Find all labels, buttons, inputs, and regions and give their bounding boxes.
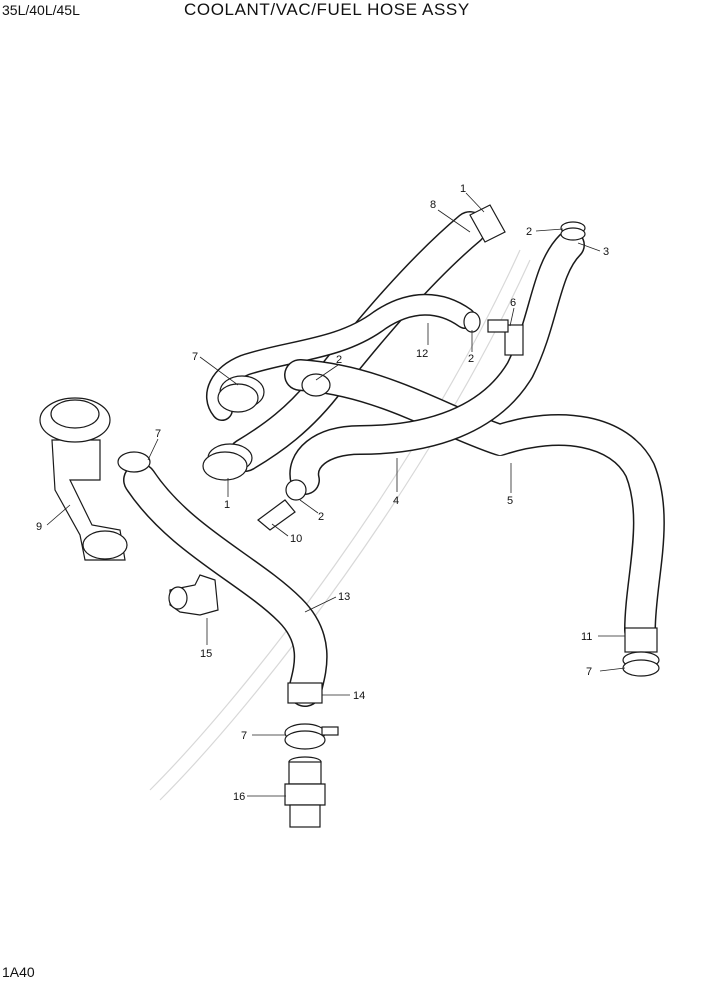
callout-11: 11	[581, 631, 592, 643]
callout-7-upper-left: 7	[155, 428, 161, 440]
clamp-7-left	[217, 375, 265, 413]
callout-6: 6	[510, 297, 516, 309]
callout-2-left: 2	[336, 354, 342, 366]
clamp-2-top	[560, 221, 586, 241]
elbow-15	[168, 574, 219, 616]
callout-5: 5	[507, 495, 513, 507]
clamp-7-right	[622, 651, 660, 677]
callout-13: 13	[338, 591, 350, 603]
callout-7-lower: 7	[241, 730, 247, 742]
hose-end-11	[624, 627, 658, 653]
callout-10: 10	[290, 533, 302, 545]
callouts: 8 1 2 3 6 7 2 12 2 7 9 1 2 4 5 10 13 15 …	[36, 183, 609, 803]
clamp-7-upper-left	[117, 451, 151, 473]
fitting-6	[487, 319, 524, 356]
leader-lines	[46, 192, 626, 797]
filler-neck-9	[39, 397, 128, 561]
callout-12: 12	[416, 348, 428, 360]
page-title: COOLANT/VAC/FUEL HOSE ASSY	[184, 0, 470, 19]
callout-1-left: 1	[224, 499, 230, 511]
clip-1-top	[469, 204, 506, 243]
callout-4: 4	[393, 495, 399, 507]
watermark	[149, 249, 531, 801]
callout-1-top: 1	[460, 183, 466, 195]
hose-4	[289, 230, 585, 495]
callout-14: 14	[353, 690, 365, 702]
fitting-16	[284, 756, 326, 828]
callout-9: 9	[36, 521, 42, 533]
hose-12	[206, 293, 476, 421]
hose-13	[123, 463, 328, 707]
clamp-2-mid	[463, 311, 481, 333]
callout-2-mid: 2	[468, 353, 474, 365]
clamp-7-lower	[284, 723, 339, 750]
callout-7-right: 7	[586, 666, 592, 678]
model-label: 35L/40L/45L	[2, 2, 80, 18]
clamp-2-left	[301, 373, 331, 397]
callout-16: 16	[233, 791, 245, 803]
callout-2-lower: 2	[318, 511, 324, 523]
callout-15: 15	[200, 648, 212, 660]
hose-5	[284, 359, 665, 646]
fitting-10	[257, 479, 307, 531]
callout-2-top: 2	[526, 226, 532, 238]
callout-8: 8	[430, 199, 436, 211]
clamp-1-left	[202, 443, 253, 481]
fitting-14	[287, 682, 323, 704]
page-code: 1A40	[2, 964, 35, 980]
callout-7-left: 7	[192, 351, 198, 363]
callout-3: 3	[603, 246, 609, 258]
